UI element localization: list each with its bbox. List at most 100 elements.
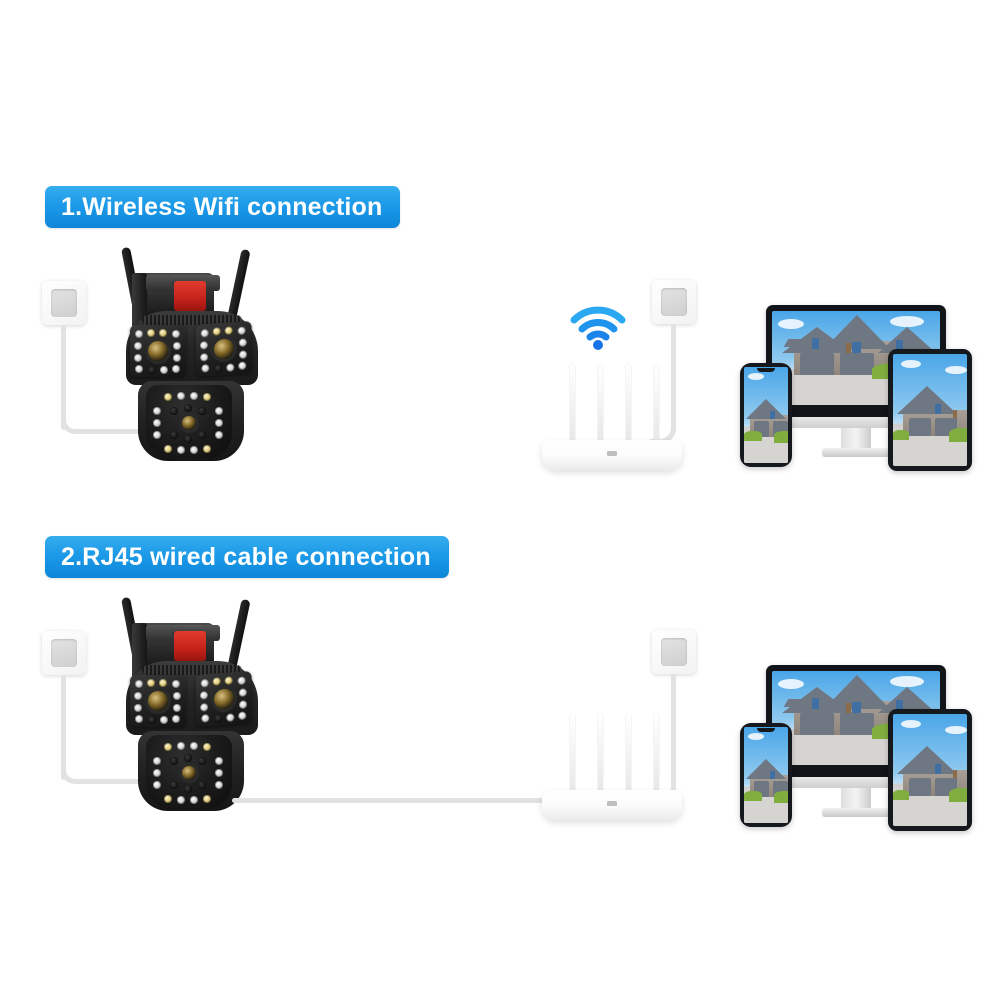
monitor-stand-foot (822, 448, 890, 457)
camera-lens-icon (182, 766, 196, 780)
camera-led-icon (177, 392, 185, 400)
camera-led-icon (215, 781, 223, 789)
phone-screen-feed (744, 727, 788, 823)
monitor-stand-foot (822, 808, 890, 817)
wall-power-outlet-camera-1 (42, 281, 86, 325)
camera-led-icon (199, 691, 209, 700)
camera-led-icon (226, 713, 235, 722)
camera-led-icon (164, 743, 172, 751)
camera-led-icon (203, 743, 211, 751)
outlet-socket-icon (51, 289, 77, 317)
camera-led-icon (173, 704, 181, 712)
rj45-ethernet-cable (232, 798, 572, 803)
camera-led-icon (200, 679, 209, 688)
camera-ir-led-icon (184, 404, 192, 412)
camera-vent-strip (142, 315, 242, 325)
router-antenna-icon (626, 714, 631, 796)
camera-led-icon (135, 680, 143, 688)
router-antenna-icon (598, 364, 603, 446)
phone-notch (757, 368, 775, 372)
camera-mount-cap (172, 625, 202, 636)
wall-power-outlet-camera-2 (42, 631, 86, 675)
camera-led-icon (153, 419, 161, 427)
camera-led-icon (173, 342, 181, 350)
camera-lens-module-right (195, 321, 253, 377)
tablet-screen-feed (893, 714, 967, 826)
camera-led-icon (224, 676, 233, 685)
camera-ir-led-icon (198, 407, 206, 415)
router-antenna-icon (626, 364, 631, 446)
camera-led-icon (134, 342, 142, 350)
camera-led-icon (200, 703, 209, 712)
camera-led-icon (190, 446, 198, 454)
camera-led-icon (190, 742, 198, 750)
camera-led-icon (153, 757, 161, 765)
camera-ir-led-icon (198, 781, 206, 789)
camera-lens-module-left (130, 325, 186, 377)
camera-led-icon (215, 757, 223, 765)
camera-led-icon (238, 361, 247, 371)
camera-led-icon (134, 692, 142, 700)
router-antenna-icon (570, 364, 575, 446)
camera-led-icon (237, 326, 246, 336)
camera-led-icon (203, 393, 211, 401)
camera-led-icon (215, 431, 223, 439)
tablet-2 (888, 709, 972, 831)
house-camera-feed-image (744, 367, 788, 463)
camera-led-icon (164, 795, 172, 803)
camera-lens-icon (213, 338, 235, 360)
camera-led-icon (173, 354, 181, 362)
router-antenna-icon (598, 714, 603, 796)
camera-led-icon (159, 329, 167, 337)
camera-mount-red-block (174, 281, 206, 311)
camera-ir-led-icon (170, 431, 178, 439)
camera-lens-icon (182, 416, 196, 430)
camera-led-icon (135, 715, 143, 723)
house-camera-feed-image (893, 714, 967, 826)
power-cable-router-1-vertical (671, 324, 676, 434)
outlet-socket-icon (51, 639, 77, 667)
wall-power-outlet-router-2 (652, 630, 696, 674)
camera-ir-led-icon (170, 781, 178, 789)
section-banner-wireless: 1.Wireless Wifi connection (45, 186, 401, 228)
camera-led-icon (153, 431, 161, 439)
camera-led-icon (200, 329, 209, 338)
camera-led-icon (159, 679, 167, 687)
camera-bottom-lens-array (146, 385, 232, 459)
monitor-chin (766, 417, 946, 428)
camera-led-icon (153, 407, 161, 415)
camera-led-icon (173, 692, 181, 700)
camera-mount-cap (172, 275, 202, 286)
camera-ir-led-icon (184, 435, 192, 443)
camera-led-icon (135, 330, 143, 338)
camera-led-icon (160, 366, 168, 374)
camera-led-icon (177, 446, 185, 454)
camera-led-icon (239, 350, 248, 359)
camera-led-icon (177, 796, 185, 804)
camera-bottom-lens-array (146, 735, 232, 809)
tablet-1 (888, 349, 972, 471)
router-body (542, 440, 682, 470)
device-cluster-2 (740, 665, 975, 835)
ptz-security-camera-2 (112, 595, 272, 820)
router-body (542, 790, 682, 820)
wifi-router-1 (542, 350, 682, 470)
tablet-screen-feed (893, 354, 967, 466)
power-cable-camera-1-horizontal (80, 429, 142, 434)
monitor-chin (766, 777, 946, 788)
camera-led-icon (134, 704, 142, 712)
camera-led-icon (215, 769, 223, 777)
camera-led-icon (238, 688, 247, 697)
camera-led-icon (224, 326, 233, 335)
power-cable-router-2-vertical (671, 674, 676, 792)
camera-led-icon (177, 742, 185, 750)
router-antenna-icon (570, 714, 575, 796)
router-logo-icon (607, 451, 617, 456)
outlet-socket-icon (661, 638, 687, 666)
power-cable-camera-2-vertical (61, 675, 66, 780)
power-cable-camera-1-vertical (61, 325, 66, 430)
section-banner-wired: 2.RJ45 wired cable connection (45, 536, 449, 578)
camera-ir-led-icon (148, 366, 156, 374)
device-cluster-1 (740, 305, 975, 475)
camera-led-icon (172, 715, 180, 723)
